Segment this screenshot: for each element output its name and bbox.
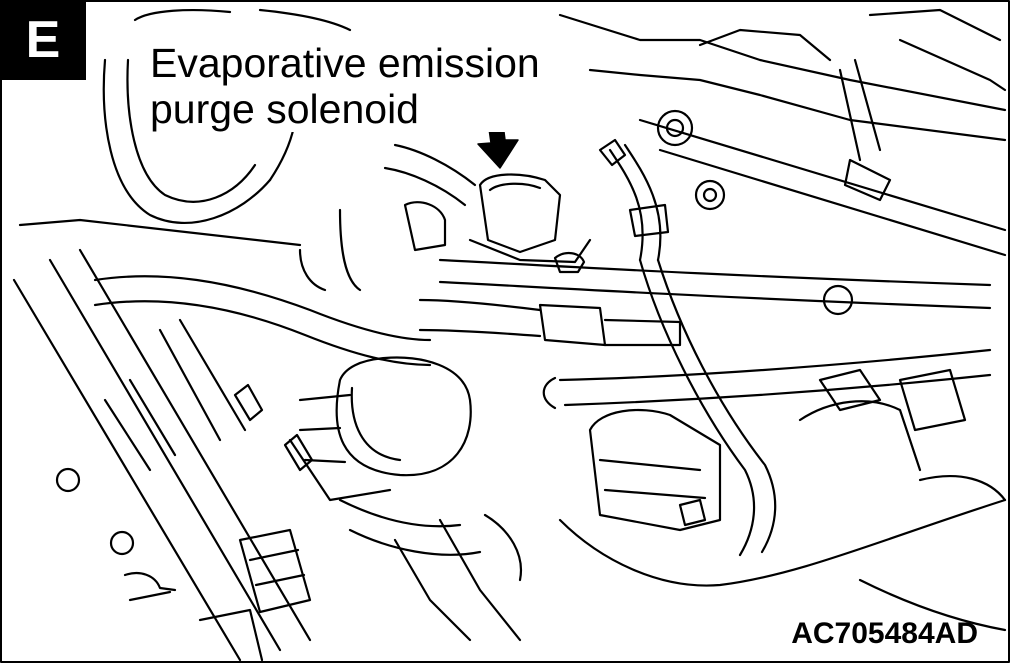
component-callout: Evaporative emission purge solenoid xyxy=(146,40,544,132)
view-letter-badge: E xyxy=(0,0,86,80)
harness-connector xyxy=(123,528,312,662)
fuel-rail xyxy=(558,8,1007,316)
view-letter: E xyxy=(25,11,61,69)
mounting-hole xyxy=(109,530,135,556)
lower-left-hose xyxy=(93,275,432,367)
callout-line-1: Evaporative emission xyxy=(150,40,540,86)
wiring-loom xyxy=(598,138,777,557)
radiator-panel xyxy=(12,218,314,662)
lower-hose-clamp xyxy=(338,498,523,642)
throttle-body xyxy=(558,368,1007,632)
purge-solenoid xyxy=(403,173,592,274)
mounting-hole xyxy=(55,467,81,493)
figure-code: AC705484AD xyxy=(791,617,978,650)
radiator-cap xyxy=(288,356,472,502)
callout-line-2: purge solenoid xyxy=(150,86,419,132)
